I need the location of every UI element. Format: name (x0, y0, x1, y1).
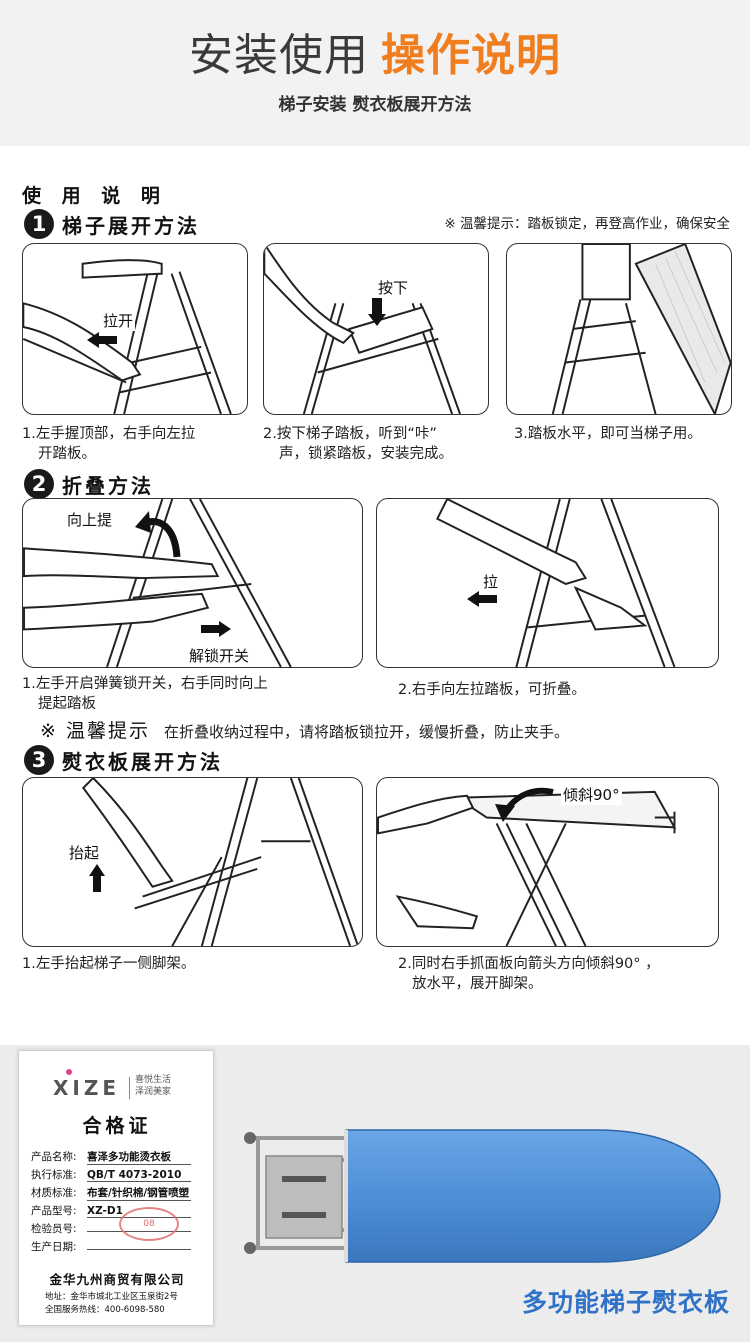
section-title: 梯子展开方法 (62, 213, 200, 238)
step-3-2-caption: 2.同时右手抓面板向箭头方向倾斜90° ， 放水平，展开脚架。 (398, 954, 660, 994)
ladder-unfold-drawing (23, 259, 232, 414)
section-number-badge: 1 (24, 209, 54, 239)
board-lift-drawing (81, 778, 359, 946)
header-banner: 安装使用操作说明 梯子安装 熨衣板展开方法 (0, 0, 750, 146)
label-unlock-switch: 解锁开关 (187, 645, 252, 666)
section-2-heading: 2 折叠方法 (24, 469, 154, 499)
label-press: 按下 (376, 277, 411, 298)
arrow-left-icon (87, 332, 117, 348)
usage-heading: 使 用 说 明 (22, 185, 167, 207)
label-tilt-90: 倾斜90° (561, 784, 622, 805)
section-number-badge: 2 (24, 469, 54, 499)
caption-line: 开踏板。 (38, 446, 96, 462)
step-2-1-caption: 1.左手开启弹簧锁开关，右手同时向上 提起踏板 (22, 674, 268, 714)
brand-dot-icon (66, 1069, 72, 1075)
warm-tip: ※ 温馨提示 在折叠收纳过程中，请将踏板锁拉开，缓慢折叠，防止夹手。 (40, 716, 569, 743)
brand-logo: XIZE (53, 1076, 121, 1100)
caption-line: 声，锁紧踏板，安装完成。 (279, 446, 453, 462)
cert-key: 产品名称: (31, 1151, 77, 1163)
cert-value: 喜泽多功能烫衣板 (87, 1149, 191, 1165)
cert-key: 产品型号: (31, 1205, 77, 1217)
certificate-title: 合格证 (82, 1115, 152, 1137)
cert-row: 生产日期: (31, 1239, 191, 1254)
cert-key: 生产日期: (31, 1241, 77, 1253)
ladder-press-step-drawing (264, 244, 461, 414)
company-name: 金华九州商贸有限公司 (49, 1272, 185, 1287)
section-title: 熨衣板展开方法 (62, 749, 223, 774)
section-number-badge: 3 (24, 745, 54, 775)
cert-value: 布套/针织棉/钢管喷塑 (87, 1187, 191, 1201)
arrow-down-icon (368, 298, 386, 326)
caption-line: 2.同时右手抓面板向箭头方向倾斜90° ， (398, 956, 660, 972)
brand-slogan: 喜悦生活 泽润美家 (135, 1074, 171, 1098)
cert-row: 执行标准: QB/T 4073-2010 (31, 1167, 191, 1182)
ladder-ready-drawing (551, 244, 731, 414)
step-2-2-illustration: 拉 (376, 498, 719, 668)
section-3-heading: 3 熨衣板展开方法 (24, 745, 223, 775)
step-3-1-illustration: 抬起 (22, 777, 363, 947)
inspection-stamp: 08 (119, 1207, 179, 1241)
curved-arrow-up-icon (135, 511, 181, 558)
cert-key: 材质标准: (31, 1187, 77, 1199)
slogan-line: 喜悦生活 (135, 1075, 172, 1085)
caption-line: 3.踏板水平，即可当梯子用。 (514, 426, 702, 442)
section-1-heading: 1 梯子展开方法 (24, 209, 200, 239)
warm-tip-label: ※ 温馨提示 (40, 720, 150, 742)
caption-line: 提起踏板 (38, 696, 96, 712)
step-3-2-illustration: 倾斜90° (376, 777, 719, 947)
label-lift: 抬起 (67, 842, 102, 863)
caption-line: 1.左手抬起梯子一侧脚架。 (22, 956, 196, 972)
title-part-2: 操作说明 (381, 30, 561, 81)
cert-row: 材质标准: 布套/针织棉/钢管喷塑 (31, 1185, 191, 1201)
curved-arrow-left-icon (495, 787, 554, 822)
caption-line: 放水平，展开脚架。 (412, 976, 543, 992)
label-pull: 拉 (481, 571, 501, 592)
caption-line: 1.左手开启弹簧锁开关，右手同时向上 (22, 676, 268, 692)
step-1-3-illustration (506, 243, 732, 415)
caption-line: 2.按下梯子踏板，听到“咔” (263, 426, 437, 442)
service-hotline: 全国服务热线：400-6098-580 (45, 1305, 165, 1315)
title-part-1: 安装使用 (189, 30, 369, 81)
warm-tip-text: 在折叠收纳过程中，请将踏板锁拉开，缓慢折叠，防止夹手。 (163, 723, 569, 741)
page-subtitle: 梯子安装 熨衣板展开方法 (278, 95, 472, 115)
step-1-2-illustration: 按下 (263, 243, 489, 415)
step-1-3-caption: 3.踏板水平，即可当梯子用。 (514, 424, 702, 444)
caption-line: 1.左手握顶部，右手向左拉 (22, 426, 196, 442)
company-address: 地址：金华市城北工业区玉泉街2号 (45, 1292, 178, 1302)
safety-tip: ※ 温馨提示：踏板锁定，再登高作业，确保安全 (444, 216, 730, 232)
divider (129, 1077, 130, 1099)
cert-value (87, 1249, 191, 1250)
quality-certificate: XIZE 喜悦生活 泽润美家 合格证 产品名称: 喜泽多功能烫衣板 执行标准: QB… (18, 1050, 214, 1326)
step-2-2-caption: 2.右手向左拉踏板，可折叠。 (398, 680, 586, 700)
label-pull: 拉开 (101, 310, 136, 331)
step-2-1-illustration: 向上提 解锁开关 (22, 498, 363, 668)
product-name: 多功能梯子熨衣板 (521, 1288, 730, 1317)
caption-line: 2.右手向左拉踏板，可折叠。 (398, 682, 586, 698)
page-title: 安装使用操作说明 (0, 28, 750, 84)
step-1-2-caption: 2.按下梯子踏板，听到“咔” 声，锁紧踏板，安装完成。 (263, 424, 453, 464)
step-1-1-caption: 1.左手握顶部，右手向左拉 开踏板。 (22, 424, 195, 464)
ladder-fold-drawing (435, 499, 676, 667)
arrow-up-icon (89, 864, 105, 892)
step-3-1-caption: 1.左手抬起梯子一侧脚架。 (22, 954, 195, 974)
section-title: 折叠方法 (62, 473, 154, 498)
ladder-unlock-drawing (23, 499, 292, 667)
ironing-board-photo (244, 1129, 721, 1263)
step-1-1-illustration: 拉开 (22, 243, 248, 415)
cert-key: 执行标准: (31, 1169, 77, 1181)
slogan-line: 泽润美家 (135, 1087, 172, 1097)
cert-key: 检验员号: (31, 1223, 77, 1235)
cert-value: QB/T 4073-2010 (87, 1169, 191, 1182)
arrow-left-icon (467, 591, 497, 607)
arrow-right-icon (201, 621, 231, 637)
label-lift-up: 向上提 (65, 509, 115, 530)
cert-row: 产品名称: 喜泽多功能烫衣板 (31, 1149, 191, 1165)
